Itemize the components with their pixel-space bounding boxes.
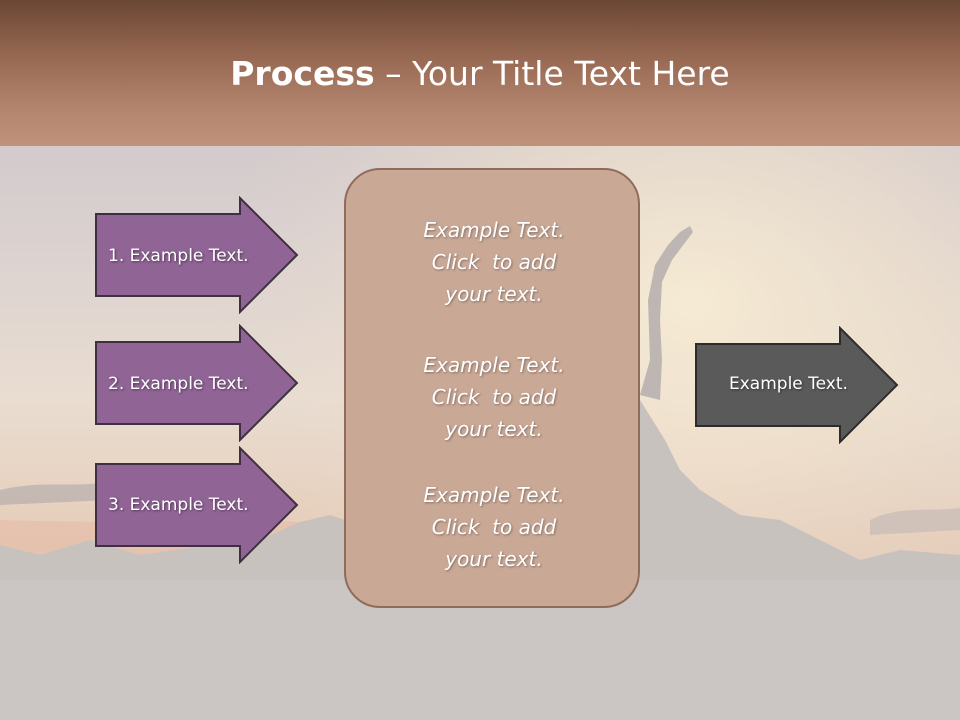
slide-title[interactable]: Process – Your Title Text Here bbox=[0, 52, 960, 96]
center-text-box[interactable]: Example Text. Click to add your text. Ex… bbox=[344, 168, 640, 608]
block-2-line-2: Click to add bbox=[431, 385, 557, 409]
center-text-block-3: Example Text. Click to add your text. bbox=[346, 479, 642, 575]
block-2-line-1: Example Text. bbox=[423, 353, 565, 377]
left-arrow-2[interactable] bbox=[94, 324, 300, 442]
left-arrow-1-label: 1. Example Text. bbox=[108, 246, 249, 266]
right-arrow-label: Example Text. bbox=[729, 374, 848, 394]
block-3-line-1: Example Text. bbox=[423, 483, 565, 507]
left-arrow-3[interactable] bbox=[94, 446, 300, 564]
block-1-line-2: Click to add bbox=[431, 250, 557, 274]
block-1-line-3: your text. bbox=[445, 282, 543, 306]
title-bar: Process – Your Title Text Here bbox=[0, 0, 960, 146]
block-3-line-2: Click to add bbox=[431, 515, 557, 539]
block-2-line-3: your text. bbox=[445, 417, 543, 441]
left-arrow-1[interactable] bbox=[94, 196, 300, 314]
title-rest-text: – Your Title Text Here bbox=[374, 54, 730, 93]
block-3-line-3: your text. bbox=[445, 547, 543, 571]
center-text-block-1: Example Text. Click to add your text. bbox=[346, 214, 642, 310]
title-bold-text: Process bbox=[230, 54, 375, 93]
right-arrow[interactable] bbox=[694, 326, 900, 444]
center-text-block-2: Example Text. Click to add your text. bbox=[346, 349, 642, 445]
left-arrow-2-label: 2. Example Text. bbox=[108, 374, 249, 394]
left-arrow-3-label: 3. Example Text. bbox=[108, 495, 249, 515]
block-1-line-1: Example Text. bbox=[423, 218, 565, 242]
